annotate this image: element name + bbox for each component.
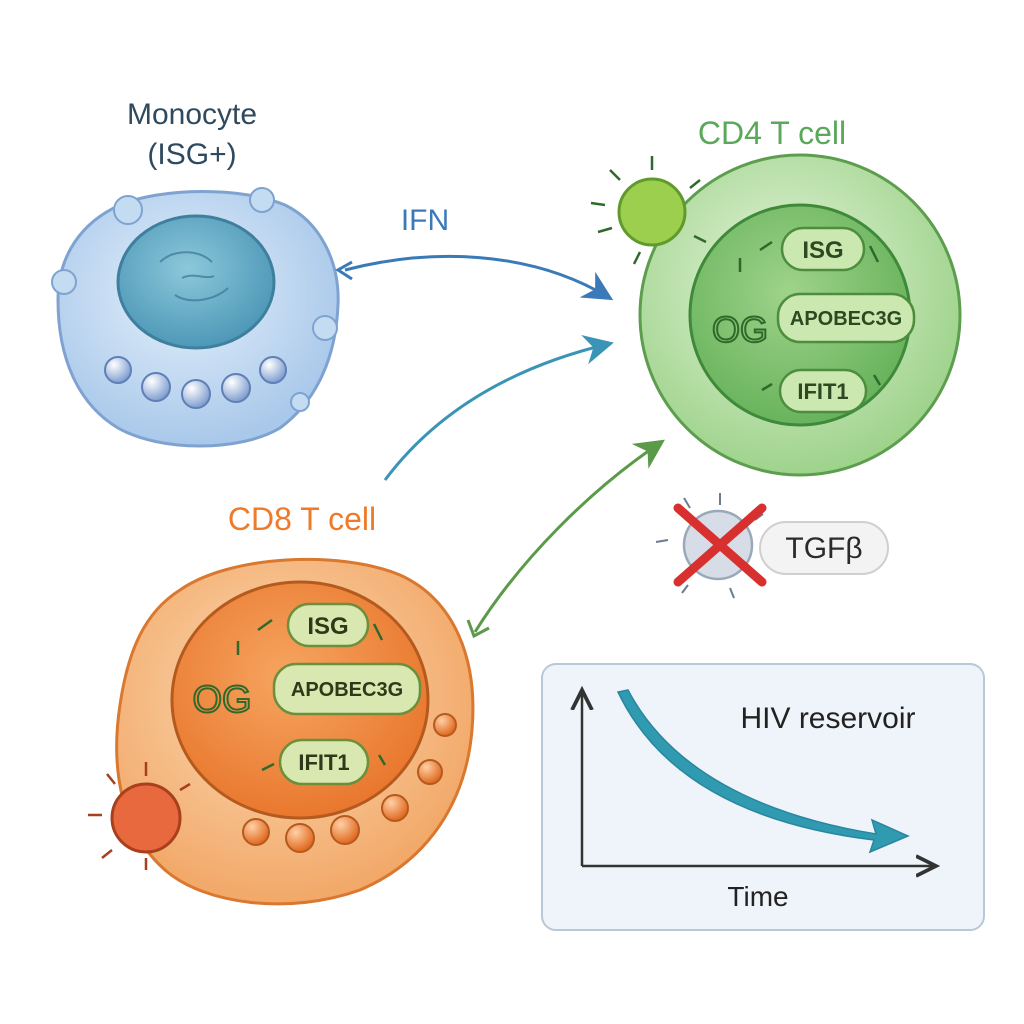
cd8-small-arrows xyxy=(236,618,387,772)
cd4-gene-apobec3g-label: APOBEC3G xyxy=(790,308,902,330)
reservoir-xlabel: Time xyxy=(727,881,788,912)
monocyte-cell: Monocyte (ISG+) xyxy=(51,98,340,448)
hiv-reservoir-panel: HIV reservoir Time xyxy=(541,663,985,931)
monocyte-subtitle: (ISG+) xyxy=(147,138,236,171)
cd4-gene-apobec3g: APOBEC3G xyxy=(776,292,916,344)
cd8-title: CD8 T cell xyxy=(228,501,376,537)
cd4-squiggle: OG xyxy=(712,309,768,350)
ifn-label: IFN xyxy=(401,204,449,237)
cd8-gene-ifit1: IFIT1 xyxy=(278,738,370,786)
cd4-cell: CD4 T cell ISG APOBEC3G IFIT1 OG xyxy=(590,115,962,477)
cd8-virion-spikes xyxy=(88,762,191,870)
cd4-virion xyxy=(617,177,687,247)
cd4-gene-isg-label: ISG xyxy=(802,237,843,264)
cd4-gene-ifit1-label: IFIT1 xyxy=(797,379,848,404)
cd4-small-arrows xyxy=(738,240,882,392)
cd4-gene-ifit1: IFIT1 xyxy=(778,368,868,414)
tgfb-label: TGFβ xyxy=(785,532,862,565)
tgfb-inhibited: TGFβ xyxy=(655,493,889,599)
monocyte-nucleus xyxy=(116,214,276,350)
cd8-gene-isg-label: ISG xyxy=(307,613,348,640)
reservoir-title: HIV reservoir xyxy=(740,702,915,735)
cd4-title: CD4 T cell xyxy=(698,115,846,151)
cd4-gene-isg: ISG xyxy=(780,226,866,272)
monocyte-granules xyxy=(104,356,287,409)
ifn-arrow-monocyte-cd4 xyxy=(344,254,614,301)
cd8-gene-apobec3g-label: APOBEC3G xyxy=(291,679,403,701)
inhibit-x-icon xyxy=(673,503,767,587)
cd8-virion xyxy=(110,782,182,854)
monocyte-title: Monocyte xyxy=(127,98,257,131)
tgfb-bubble xyxy=(759,521,889,575)
cd4-cd8-bidirectional-arrow xyxy=(473,439,665,633)
cd8-gene-ifit1-label: IFIT1 xyxy=(298,750,349,775)
cd4-virion-spikes xyxy=(590,156,707,265)
ifn-arrow-head-back xyxy=(335,260,353,281)
tgfb-molecule-spikes xyxy=(655,493,764,599)
cd8-gene-isg: ISG xyxy=(286,602,370,648)
cd8-squiggle: OG xyxy=(192,679,251,721)
cd8-gene-apobec3g: APOBEC3G xyxy=(272,662,422,716)
cd8-cell: CD8 T cell ISG APOBEC3G IFIT1 OG xyxy=(88,501,475,906)
cd8-to-cd4-arrow xyxy=(383,335,614,481)
reservoir-decline-arrow xyxy=(616,689,910,854)
cd4-cd8-arrow-head-back xyxy=(466,619,490,639)
cd8-granules xyxy=(242,713,457,853)
